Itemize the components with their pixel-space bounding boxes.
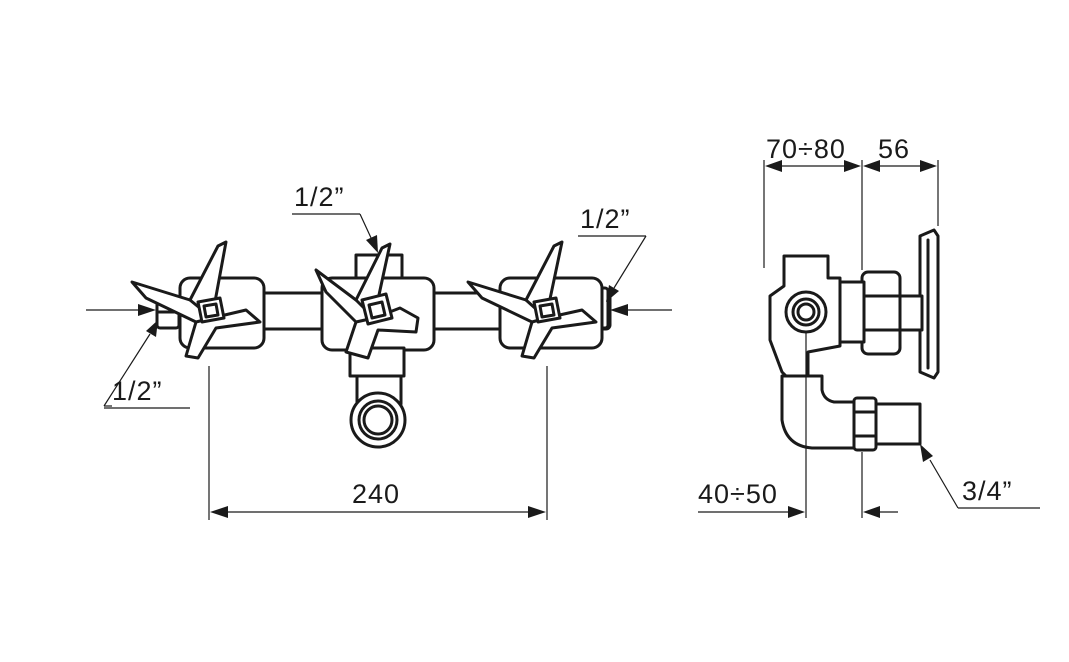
dimension-depth — [763, 160, 939, 270]
outlet-nut — [852, 396, 878, 452]
dimension-bottom — [698, 332, 898, 518]
right-inlet-arrow — [610, 304, 672, 316]
dimension-240 — [208, 366, 548, 520]
label-top-right-size: 1/2” — [580, 204, 631, 234]
label-top-center-size: 1/2” — [294, 182, 345, 212]
label-handle-depth: 56 — [878, 134, 910, 164]
front-view: 1/2” 1/2” 1/2” 240 — [86, 182, 672, 520]
label-outlet-size: 3/4” — [962, 476, 1013, 506]
leader-top-right — [578, 235, 647, 302]
label-depth-range: 70÷80 — [766, 134, 846, 164]
center-cross-handle[interactable] — [314, 242, 420, 360]
label-left-bottom-size: 1/2” — [112, 376, 163, 406]
right-cross-handle[interactable] — [466, 240, 598, 360]
label-width-total: 240 — [352, 479, 400, 509]
handle-spindle — [896, 294, 924, 332]
leader-top-center — [292, 213, 378, 253]
leader-outlet — [920, 444, 1040, 509]
side-elbow — [780, 374, 860, 450]
side-view: 70÷80 56 40÷50 3/4” — [698, 134, 1040, 518]
leader-left-bottom — [103, 320, 190, 409]
bonnet-nut — [860, 270, 902, 356]
handle-rosette — [918, 228, 940, 380]
label-bottom-range: 40÷50 — [698, 479, 778, 509]
outlet-pipe — [874, 402, 922, 446]
side-body — [768, 254, 842, 386]
left-inlet-arrow — [86, 304, 156, 316]
left-cross-handle[interactable] — [130, 240, 262, 360]
